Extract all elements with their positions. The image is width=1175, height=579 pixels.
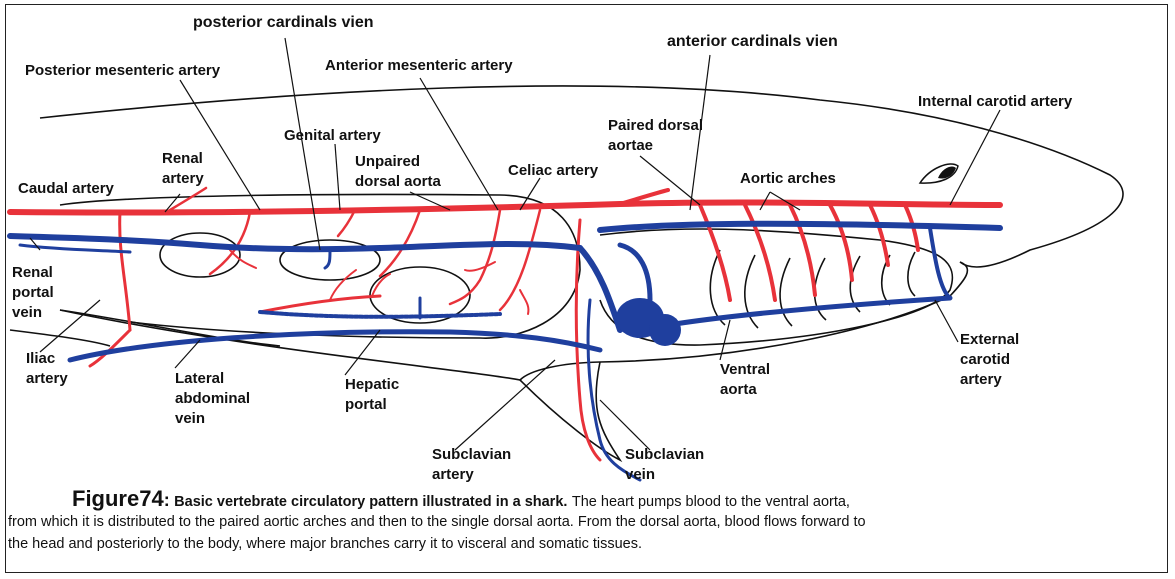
label-hepatic-portal-2: portal	[345, 396, 387, 413]
label-renal-portal-vein-2: portal	[12, 284, 54, 301]
caption-colon: :	[164, 490, 170, 510]
label-lateral-abdominal-vein-1: Lateral	[175, 370, 224, 387]
label-external-carotid-artery-3: artery	[960, 371, 1002, 388]
label-caudal-artery: Caudal artery	[18, 180, 115, 197]
caption-line-1-text: The heart pumps blood to the ventral aor…	[572, 494, 850, 510]
label-lateral-abdominal-vein-3: vein	[175, 410, 205, 427]
label-subclavian-artery-1: Subclavian	[432, 446, 511, 463]
label-subclavian-vein-2: vein	[625, 466, 655, 483]
label-aortic-arches: Aortic arches	[740, 170, 836, 187]
label-iliac-artery-1: Iliac	[26, 350, 55, 367]
label-ventral-aorta-1: Ventral	[720, 361, 770, 378]
label-anterior-cardinals-vien: anterior cardinals vien	[667, 33, 838, 50]
label-renal-artery-1: Renal	[162, 150, 203, 167]
label-posterior-mesenteric-artery: Posterior mesenteric artery	[25, 62, 221, 79]
label-anterior-mesenteric-artery: Anterior mesenteric artery	[325, 57, 513, 74]
arteries	[10, 188, 1000, 460]
heart	[616, 298, 681, 346]
label-unpaired-dorsal-aorta-1: Unpaired	[355, 153, 420, 170]
eye-icon	[920, 164, 958, 183]
label-external-carotid-artery-1: External	[960, 331, 1019, 348]
caption-figure-number: Figure74	[72, 486, 164, 511]
label-celiac-artery: Celiac artery	[508, 162, 599, 179]
label-lateral-abdominal-vein-2: abdominal	[175, 390, 250, 407]
label-internal-carotid-artery: Internal carotid artery	[918, 93, 1073, 110]
caption-title: Basic vertebrate circulatory pattern ill…	[174, 494, 567, 510]
label-ventral-aorta-2: aorta	[720, 381, 757, 398]
label-hepatic-portal-1: Hepatic	[345, 376, 399, 393]
label-posterior-cardinals-vien: posterior cardinals vien	[193, 14, 374, 31]
label-subclavian-vein-1: Subclavian	[625, 446, 704, 463]
label-genital-artery: Genital artery	[284, 127, 381, 144]
label-renal-portal-vein-1: Renal	[12, 264, 53, 281]
caption-line-1: Figure74: Basic vertebrate circulatory p…	[72, 486, 850, 512]
label-iliac-artery-2: artery	[26, 370, 68, 387]
label-paired-dorsal-aortae-1: Paired dorsal	[608, 117, 703, 134]
caption-line-3: the head and posteriorly to the body, wh…	[8, 536, 642, 552]
label-subclavian-artery-2: artery	[432, 466, 474, 483]
caption-line-2: from which it is distributed to the pair…	[8, 514, 866, 530]
label-paired-dorsal-aortae-2: aortae	[608, 137, 653, 154]
label-renal-portal-vein-3: vein	[12, 304, 42, 321]
label-renal-artery-2: artery	[162, 170, 204, 187]
label-external-carotid-artery-2: carotid	[960, 351, 1010, 368]
label-unpaired-dorsal-aorta-2: dorsal aorta	[355, 173, 442, 190]
